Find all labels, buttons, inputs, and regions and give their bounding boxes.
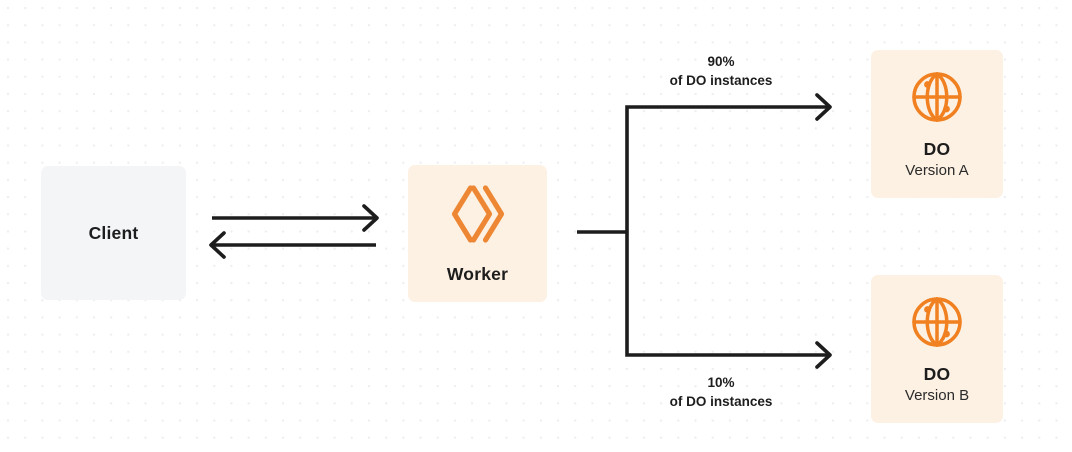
node-do-b-label: DO [923, 363, 951, 384]
node-do-version-b[interactable]: DO Version B [871, 275, 1003, 423]
node-worker[interactable]: Worker [408, 165, 547, 302]
node-worker-label: Worker [446, 264, 509, 284]
edge-label-do-b-percent: 10% [707, 375, 735, 390]
node-client[interactable]: Client [41, 166, 186, 300]
arrow-worker-to-do-a [625, 93, 832, 232]
globe-icon [908, 293, 966, 351]
node-do-version-a[interactable]: DO Version A [871, 50, 1003, 198]
globe-icon [908, 68, 966, 126]
edge-label-do-a: 90% of DO instances [627, 52, 815, 90]
node-client-label: Client [88, 222, 139, 243]
edge-label-do-b: 10% of DO instances [627, 373, 815, 411]
node-do-a-sublabel: Version A [905, 161, 969, 179]
arrow-worker-to-client [209, 231, 376, 259]
edge-label-do-b-caption: of DO instances [669, 394, 773, 410]
arrow-client-to-worker [212, 204, 379, 232]
edge-label-do-a-caption: of DO instances [669, 73, 773, 89]
cloudflare-workers-icon [448, 182, 508, 246]
arrow-worker-to-do-b [625, 232, 832, 369]
edge-label-do-a-percent: 90% [707, 54, 735, 69]
node-do-a-label: DO [923, 138, 951, 159]
node-do-b-sublabel: Version B [904, 386, 970, 404]
